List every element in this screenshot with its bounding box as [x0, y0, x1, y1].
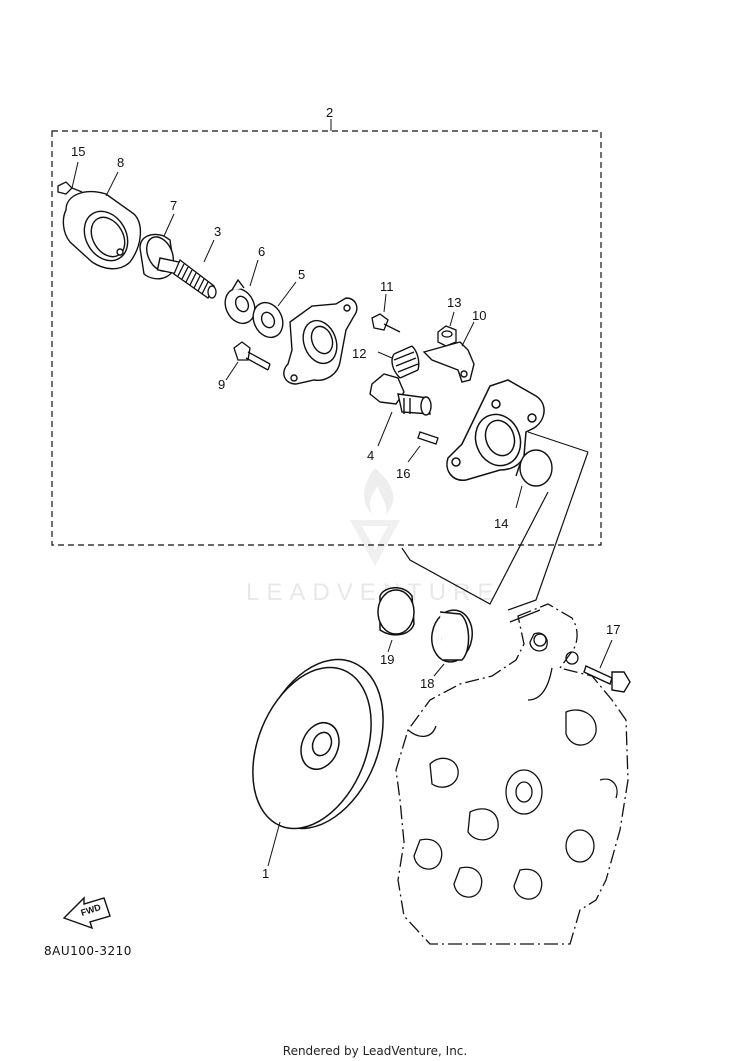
label-13: 13 [447, 295, 461, 310]
part-15-bolt [57, 161, 83, 195]
drawing-code: 8AU100-3210 [44, 944, 132, 958]
label-12: 12 [352, 346, 366, 361]
label-9: 9 [218, 377, 225, 392]
part-4-valve [369, 373, 432, 447]
connection-leaders [401, 451, 589, 611]
label-3: 3 [214, 224, 221, 239]
part-14-cap [515, 449, 553, 509]
part-18-ring [431, 609, 473, 677]
part-labels: 2 15 8 7 3 6 5 11 13 10 12 9 4 16 14 17 … [71, 105, 620, 881]
label-10: 10 [472, 308, 486, 323]
label-2: 2 [326, 105, 333, 120]
watermark: LEADVENTURE [246, 468, 500, 606]
fwd-arrow-icon: FWD [62, 896, 111, 930]
assembly-box [51, 130, 602, 546]
part-17-bolt [583, 639, 631, 693]
part-12-spring [377, 345, 420, 379]
part-1-disc [252, 658, 384, 867]
part-13-nut [437, 311, 457, 347]
part-6-lockwasher [224, 259, 259, 325]
engine-case-phantom [395, 603, 629, 945]
label-8: 8 [117, 155, 124, 170]
label-11: 11 [380, 279, 394, 294]
part-3-shaft [173, 239, 217, 299]
part-8-housing [62, 171, 141, 270]
part-11-bolt [371, 293, 401, 333]
part-16-pin [407, 431, 439, 463]
label-5: 5 [298, 267, 305, 282]
label-18: 18 [420, 676, 434, 691]
label-15: 15 [71, 144, 85, 159]
footer-credit: Rendered by LeadVenture, Inc. [282, 1044, 468, 1058]
label-7: 7 [170, 198, 177, 213]
watermark-v-icon [350, 520, 400, 566]
label-19: 19 [380, 652, 394, 667]
part-19-seal [377, 587, 415, 653]
watermark-text: LEADVENTURE [246, 579, 500, 606]
label-1: 1 [262, 866, 269, 881]
label-17: 17 [606, 622, 620, 637]
label-4: 4 [367, 448, 374, 463]
label-16: 16 [396, 466, 410, 481]
watermark-flame-icon [364, 468, 394, 514]
label-14: 14 [494, 516, 508, 531]
flange-plate [283, 297, 358, 385]
part-7-knob [139, 213, 185, 280]
part-10-lever [422, 321, 475, 383]
part-9-bolt [225, 341, 271, 381]
label-6: 6 [258, 244, 265, 259]
main-body-casting [446, 379, 589, 481]
part-5-washer [252, 281, 297, 339]
